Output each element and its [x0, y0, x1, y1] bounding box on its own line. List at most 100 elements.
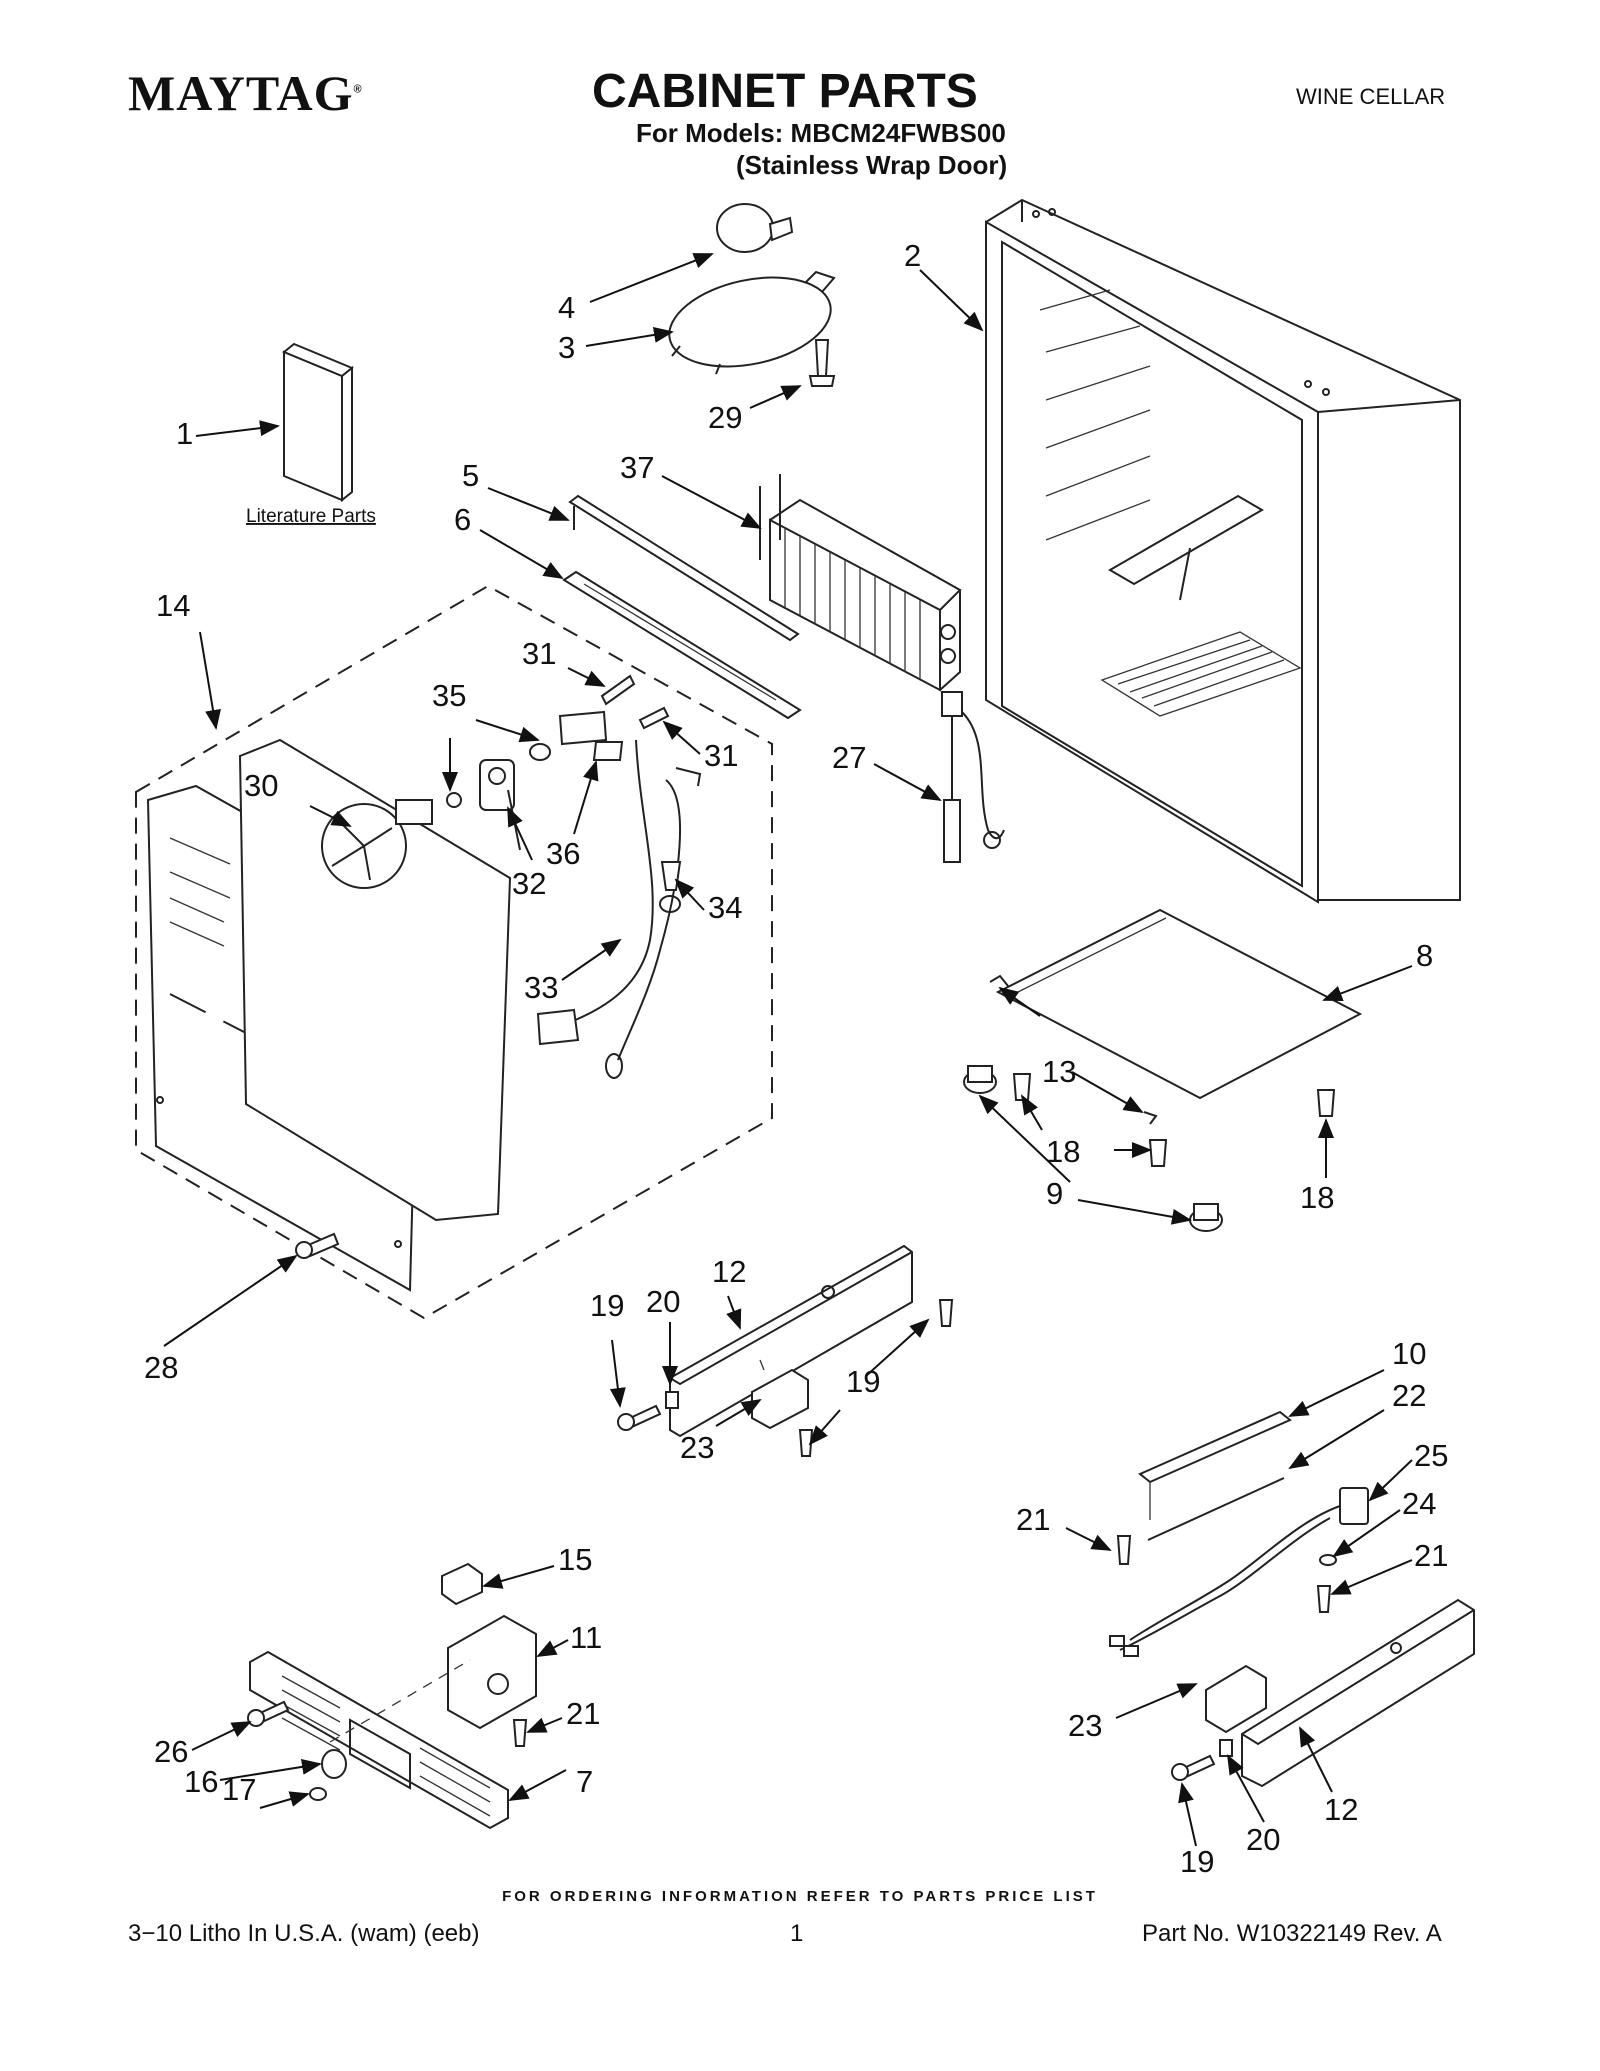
part-fan-shroud: [238, 738, 512, 1222]
callout-21-left: 21: [1016, 1502, 1050, 1537]
part-control-box: [447, 1614, 537, 1730]
brand-name: MAYTAG: [128, 65, 354, 121]
callout-18-left: 18: [1046, 1134, 1080, 1169]
callout-31-right: 31: [704, 738, 738, 773]
product-category: WINE CELLAR: [1296, 84, 1446, 109]
callout-26: 26: [154, 1734, 188, 1769]
part-screws-18: [1012, 1073, 1336, 1167]
brand-registered-mark: ®: [353, 83, 363, 96]
callout-9: 9: [1046, 1176, 1063, 1211]
callout-24: 24: [1402, 1486, 1436, 1521]
callout-21-lower: 21: [566, 1696, 600, 1731]
callout-20-center: 20: [646, 1284, 680, 1319]
callout-17: 17: [222, 1772, 256, 1807]
part-bracket-23-center: [751, 1368, 809, 1430]
part-literature: [282, 342, 354, 503]
part-screws-19-center: [617, 1299, 954, 1457]
variant-line: (Stainless Wrap Door): [736, 150, 1008, 180]
callout-28: 28: [144, 1350, 178, 1385]
part-screw-29: [808, 339, 836, 387]
callout-37: 37: [620, 450, 654, 485]
page-title: CABINET PARTS: [592, 65, 978, 118]
callout-3: 3: [558, 330, 575, 365]
part-leveling-leg-front: [963, 1065, 997, 1094]
literature-parts-label: Literature Parts: [246, 506, 376, 527]
brand-logo: MAYTAG®: [128, 64, 363, 122]
callout-23-right: 23: [1068, 1708, 1102, 1743]
callout-19-mid: 19: [846, 1364, 880, 1399]
part-wire-harness: [536, 739, 702, 1079]
part-light-harness: [1109, 1487, 1369, 1657]
print-info: 3−10 Litho In U.S.A. (wam) (eeb): [128, 1920, 480, 1947]
callout-11: 11: [570, 1620, 602, 1655]
part-ground-screw: [659, 861, 682, 913]
part-fan-motor: [446, 759, 521, 851]
callout-19-right: 19: [1180, 1844, 1214, 1879]
callout-16: 16: [184, 1764, 218, 1799]
part-screw-21-lower: [512, 1719, 528, 1747]
callout-35: 35: [432, 678, 466, 713]
part-base-rail-right: [1241, 1598, 1475, 1788]
part-washer-17: [309, 1787, 327, 1801]
callout-4: 4: [558, 290, 575, 325]
part-cabinet-liner: [985, 198, 1461, 904]
callout-14: 14: [156, 588, 190, 623]
callout-34: 34: [708, 890, 742, 925]
leader-lines: [163, 253, 1413, 1847]
callout-29: 29: [708, 400, 742, 435]
callout-12-center: 12: [712, 1254, 746, 1289]
callout-30: 30: [244, 768, 278, 803]
callout-36: 36: [546, 836, 580, 871]
part-switch: [441, 1562, 483, 1606]
part-screw-26: [247, 1700, 290, 1727]
callout-7: 7: [576, 1764, 593, 1799]
callout-21-right: 21: [1414, 1538, 1448, 1573]
part-bracket-23-right: [1205, 1664, 1267, 1734]
part-number: Part No. W10322149 Rev. A: [1142, 1920, 1442, 1947]
callout-23-center: 23: [680, 1430, 714, 1465]
callout-32: 32: [512, 866, 546, 901]
callout-labels: 1 2 3 4 5 6 7 8 9 10 11 12 12 13 14 15 1…: [144, 238, 1448, 1879]
callout-18-right: 18: [1300, 1180, 1334, 1215]
callout-19-left: 19: [590, 1288, 624, 1323]
callout-1: 1: [176, 416, 193, 451]
callout-12-right: 12: [1324, 1792, 1358, 1827]
callout-6: 6: [454, 502, 471, 537]
callout-5: 5: [462, 458, 479, 493]
callout-10: 10: [1392, 1336, 1426, 1371]
callout-20-right: 20: [1246, 1822, 1280, 1857]
part-drip-channel: [562, 570, 802, 720]
part-screws-right: [1116, 1535, 1332, 1781]
part-evaporator: [759, 474, 962, 692]
part-grommet: [529, 743, 551, 761]
part-light-bar: [1138, 1410, 1292, 1520]
part-bottom-panel: [989, 908, 1363, 1100]
part-thermistor: [941, 691, 1005, 863]
callout-33: 33: [524, 970, 558, 1005]
part-light-bulb: [716, 203, 794, 253]
assembly-outline: [135, 584, 773, 1320]
part-screw-28: [295, 1232, 340, 1259]
assembly-guide-line: [329, 1659, 471, 1743]
callout-15: 15: [558, 1542, 592, 1577]
callout-22: 22: [1392, 1378, 1426, 1413]
part-spacer-24: [1319, 1554, 1337, 1566]
part-screws-31: [600, 674, 670, 730]
callout-31-top: 31: [522, 636, 556, 671]
part-motor-bracket: [558, 710, 624, 761]
callout-8: 8: [1416, 938, 1433, 973]
part-light-lens: [1147, 1477, 1285, 1541]
part-evaporator-rail: [568, 494, 800, 642]
ordering-note: FOR ORDERING INFORMATION REFER TO PARTS …: [502, 1888, 1098, 1905]
part-knob: [321, 1749, 347, 1779]
models-line: For Models: MBCM24FWBS00: [636, 118, 1006, 148]
part-kickplate-grille: [249, 1650, 509, 1830]
page-number: 1: [790, 1920, 804, 1947]
part-light-shield: [668, 270, 836, 375]
callout-25: 25: [1414, 1438, 1448, 1473]
part-leveling-leg-rear: [1189, 1203, 1223, 1232]
callout-13: 13: [1042, 1054, 1076, 1089]
callout-2: 2: [904, 238, 921, 273]
callout-27: 27: [832, 740, 866, 775]
